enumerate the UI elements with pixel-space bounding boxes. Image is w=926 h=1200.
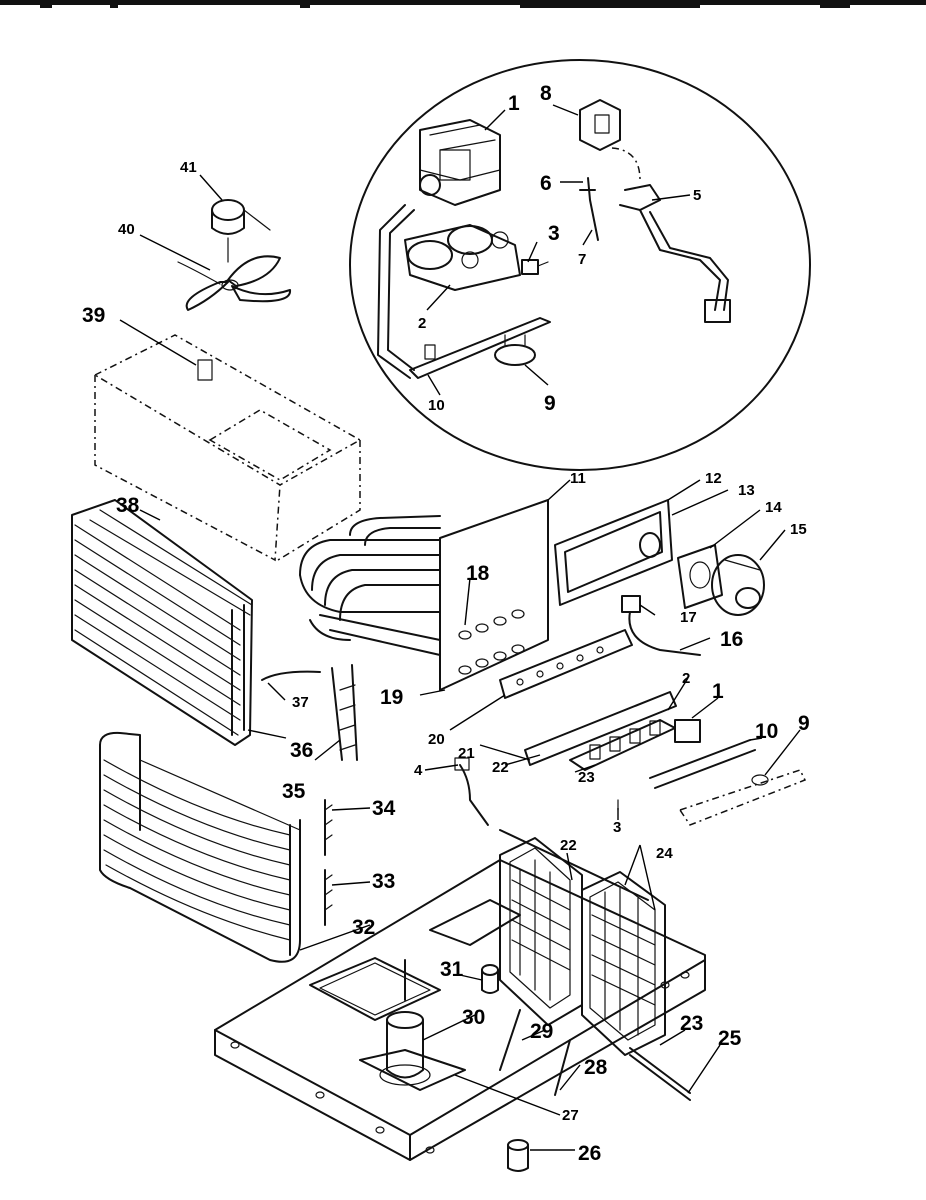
power-cord-icon (621, 595, 701, 656)
leader-lines (119, 104, 801, 1151)
callout-9-mid: 9 (798, 712, 810, 735)
compressor-icon (359, 959, 466, 1091)
callout-40: 40 (118, 221, 135, 238)
callout-37: 37 (292, 694, 309, 711)
callout-3-mid: 3 (613, 819, 621, 836)
fan-blade-icon (177, 255, 291, 311)
switch-icon (579, 99, 621, 151)
callout-34: 34 (372, 797, 396, 820)
air-filter-left-icon (499, 837, 583, 1026)
callout-30: 30 (462, 1006, 485, 1029)
blower-icon (711, 554, 765, 616)
callout-28: 28 (584, 1056, 608, 1079)
filter-rail-icon (499, 829, 649, 901)
capacitor-icon (481, 964, 499, 994)
callout-labels: 1 8 6 5 41 40 3 7 2 39 10 9 11 12 13 14 … (82, 82, 810, 1165)
cabinet-top-icon (93, 334, 362, 562)
callout-36: 36 (290, 739, 313, 762)
callout-20: 20 (428, 731, 445, 748)
callout-13: 13 (738, 482, 755, 499)
bracket-icon (261, 664, 358, 761)
callout-31: 31 (440, 958, 464, 981)
detail-inset-circle (349, 59, 811, 471)
right-rail-icon (649, 739, 807, 826)
callout-41: 41 (180, 159, 197, 176)
callout-17: 17 (680, 609, 697, 626)
callout-38: 38 (116, 494, 140, 517)
callout-9: 9 (544, 392, 556, 415)
callout-22: 22 (492, 759, 509, 776)
air-filter-right-icon (581, 871, 666, 1056)
bracket-small-icon (324, 799, 333, 926)
callout-7: 7 (578, 251, 586, 268)
callout-29: 29 (530, 1020, 553, 1043)
callout-19: 19 (380, 686, 403, 709)
callout-2-mid: 2 (682, 670, 690, 687)
igniter-bracket-icon (619, 184, 731, 323)
manifold-rail-upper-icon (499, 629, 633, 699)
condenser-coil-icon (99, 731, 301, 963)
callout-33: 33 (372, 870, 395, 893)
heat-exchanger-icon (299, 515, 441, 656)
rod-icon (629, 1047, 691, 1094)
callout-1: 1 (508, 92, 520, 115)
drain-cap-icon (507, 1139, 529, 1172)
gas-valve-small-icon (674, 719, 701, 743)
callout-2: 2 (418, 315, 426, 332)
tube-icon (554, 1039, 571, 1096)
callout-16: 16 (720, 628, 743, 651)
callout-39: 39 (82, 304, 105, 327)
rod-icon (629, 1054, 691, 1101)
callout-10-mid: 10 (755, 720, 778, 743)
callout-24: 24 (656, 845, 673, 862)
callout-21: 21 (458, 745, 475, 762)
callout-4: 4 (414, 762, 423, 779)
callout-15: 15 (790, 521, 807, 538)
callout-10: 10 (428, 397, 445, 414)
callout-35: 35 (282, 780, 306, 803)
callout-18: 18 (466, 562, 490, 585)
callout-27: 27 (562, 1107, 579, 1124)
callout-14: 14 (765, 499, 782, 516)
callout-22-right: 22 (560, 837, 577, 854)
fitting-icon (521, 259, 549, 275)
front-panel-icon (439, 499, 549, 691)
callout-6: 6 (540, 172, 552, 195)
callout-3: 3 (548, 222, 560, 245)
base-pan-icon (214, 859, 706, 1161)
callout-32: 32 (352, 916, 375, 939)
callout-8: 8 (540, 82, 552, 105)
limit-switch-icon (494, 334, 536, 366)
header-scan-strip (0, 0, 926, 8)
callout-23: 23 (578, 769, 595, 786)
callout-23-low: 23 (680, 1012, 703, 1035)
thermostat-bulb-icon (454, 757, 489, 826)
vent-assembly-icon (554, 499, 673, 606)
evaporator-coil-icon (71, 499, 253, 746)
callout-11: 11 (570, 470, 586, 487)
callout-12: 12 (705, 470, 722, 487)
gasket-icon (677, 544, 723, 609)
burner-pair-icon (404, 224, 521, 291)
gas-valve-icon (419, 119, 501, 206)
callout-1-mid: 1 (712, 680, 724, 703)
tube-icon (499, 1009, 521, 1071)
callout-26: 26 (578, 1142, 601, 1165)
fan-motor-icon (211, 199, 271, 263)
callout-5: 5 (693, 187, 701, 204)
callout-25: 25 (718, 1027, 742, 1050)
